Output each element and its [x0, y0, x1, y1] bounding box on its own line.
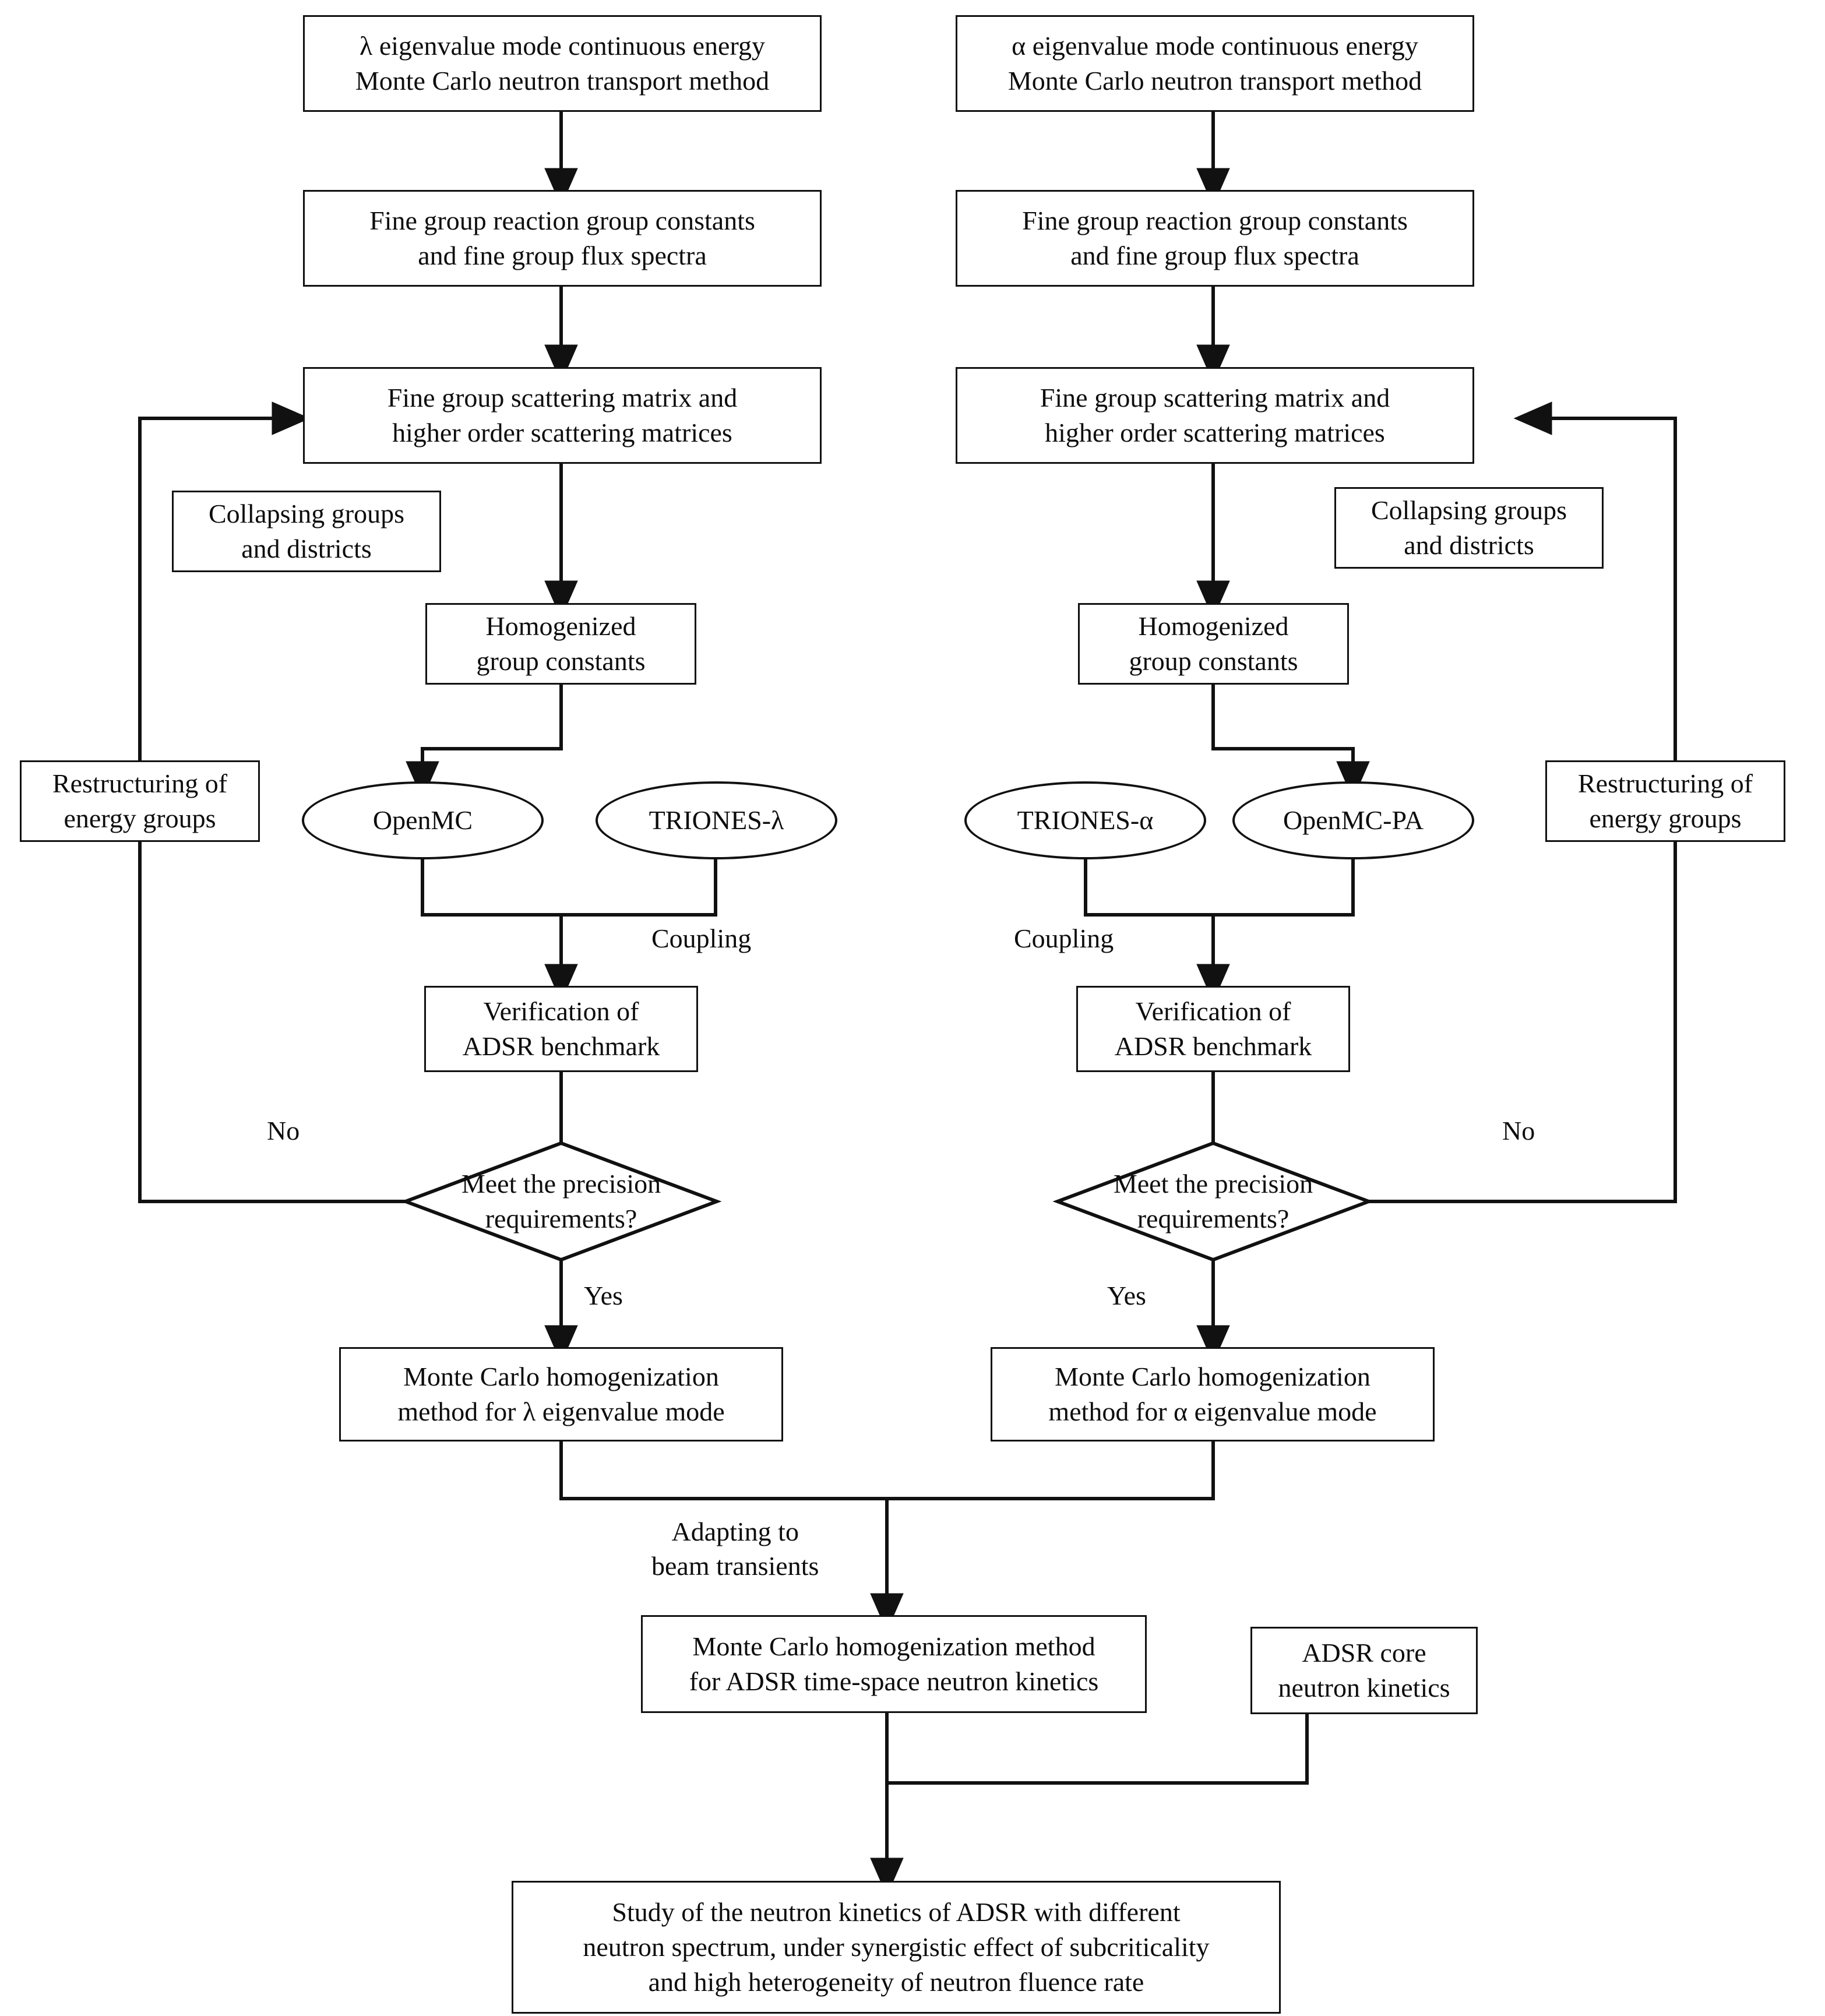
node-decision-right: Meet the precision requirements? [1088, 1149, 1338, 1254]
edge-label-coupling-right: Coupling [1014, 924, 1114, 953]
node-homogenized-left: Homogenized group constants [425, 603, 696, 685]
edge-triones-alpha-merge [1084, 859, 1213, 917]
node-label: Verification of ADSR benchmark [462, 996, 660, 1061]
node-label: Collapsing groups and districts [208, 499, 405, 563]
node-label: Study of the neutron kinetics of ADSR wi… [583, 1897, 1210, 1997]
node-verification-right: Verification of ADSR benchmark [1076, 986, 1350, 1072]
node-label: Restructuring of energy groups [1577, 769, 1753, 833]
node-triones-lambda: TRIONES-λ [596, 781, 837, 859]
node-label: Homogenized group constants [476, 611, 646, 676]
node-label: Fine group scattering matrix and higher … [1040, 383, 1390, 447]
node-label: Fine group reaction group constants and … [1022, 206, 1408, 270]
node-label: TRIONES-λ [649, 805, 784, 836]
node-triones-alpha: TRIONES-α [964, 781, 1206, 859]
edge-label-adapting-beam-transients: Adapting to beam transients [651, 1517, 819, 1581]
node-restructuring-left: Restructuring of energy groups [20, 760, 260, 842]
edge-openmcpa-merge [1213, 859, 1355, 917]
node-label: λ eigenvalue mode continuous energy Mont… [355, 31, 770, 96]
node-fine-group-right: Fine group reaction group constants and … [956, 190, 1474, 287]
node-label: Monte Carlo homogenization method for α … [1048, 1362, 1377, 1426]
node-alpha-mc-method: α eigenvalue mode continuous energy Mont… [956, 15, 1474, 112]
node-label: Collapsing groups and districts [1370, 495, 1567, 560]
node-label: Restructuring of energy groups [52, 769, 228, 833]
node-verification-left: Verification of ADSR benchmark [424, 986, 698, 1072]
node-label: Monte Carlo homogenization method for λ … [397, 1362, 725, 1426]
node-label: ADSR core neutron kinetics [1278, 1638, 1450, 1703]
edge-mcalpha-merge [887, 1440, 1215, 1500]
node-label: Fine group scattering matrix and higher … [387, 383, 738, 447]
node-label: Verification of ADSR benchmark [1114, 996, 1312, 1061]
node-label: Meet the precision requirements? [461, 1169, 661, 1233]
node-label: Meet the precision requirements? [1113, 1169, 1313, 1233]
edge-label-yes-left: Yes [584, 1281, 623, 1310]
edge-label-no-right: No [1502, 1116, 1535, 1146]
edge-homog-to-openmc [406, 685, 563, 800]
edge-label-no-left: No [267, 1116, 300, 1146]
node-lambda-mc-method: λ eigenvalue mode continuous energy Mont… [303, 15, 822, 112]
node-label: α eigenvalue mode continuous energy Mont… [1007, 31, 1422, 96]
node-openmc-pa: OpenMC-PA [1232, 781, 1474, 859]
node-collapsing-groups-right: Collapsing groups and districts [1334, 487, 1604, 569]
node-mc-homogenization-timespace: Monte Carlo homogenization method for AD… [641, 1615, 1147, 1713]
edge-homog-to-openmcpa [1211, 685, 1370, 800]
edge-label-coupling-left: Coupling [651, 924, 752, 953]
edge-mclambda-merge [559, 1440, 887, 1500]
edge-triones-lambda-merge [561, 859, 717, 917]
node-fine-group-left: Fine group reaction group constants and … [303, 190, 822, 287]
node-decision-left: Meet the precision requirements? [436, 1149, 686, 1254]
node-final-study: Study of the neutron kinetics of ADSR wi… [512, 1881, 1281, 2014]
edge-label-yes-right: Yes [1107, 1281, 1146, 1310]
node-mc-homogenization-lambda: Monte Carlo homogenization method for λ … [339, 1347, 783, 1441]
node-scatter-matrix-right: Fine group scattering matrix and higher … [956, 367, 1474, 464]
node-label: Monte Carlo homogenization method for AD… [689, 1631, 1099, 1696]
edge-openmc-merge [421, 859, 561, 917]
node-label: OpenMC [372, 805, 473, 836]
node-label: OpenMC-PA [1283, 805, 1424, 836]
node-openmc: OpenMC [302, 781, 544, 859]
node-mc-homogenization-alpha: Monte Carlo homogenization method for α … [991, 1347, 1435, 1441]
node-restructuring-right: Restructuring of energy groups [1545, 760, 1785, 842]
node-collapsing-groups-left: Collapsing groups and districts [172, 491, 441, 572]
node-homogenized-right: Homogenized group constants [1078, 603, 1349, 685]
node-label: TRIONES-α [1017, 805, 1154, 836]
node-adsr-core-neutron-kinetics: ADSR core neutron kinetics [1250, 1627, 1478, 1714]
node-label: Fine group reaction group constants and … [369, 206, 755, 270]
node-scatter-matrix-left: Fine group scattering matrix and higher … [303, 367, 822, 464]
node-label: Homogenized group constants [1129, 611, 1298, 676]
